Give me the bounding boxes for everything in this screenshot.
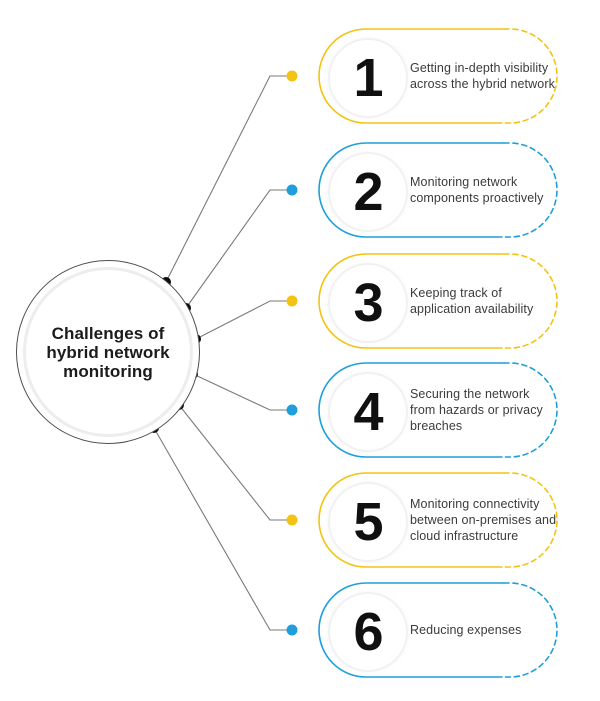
challenge-card-5: 5 Monitoring connectivity between on-pre…	[318, 472, 558, 568]
challenge-card-3: 3 Keeping track of application availabil…	[318, 253, 558, 349]
number-badge-1: 1	[328, 38, 408, 118]
card-border	[318, 582, 558, 678]
card-border	[318, 28, 558, 124]
connector-6	[149, 423, 298, 636]
number-badge-6: 6	[328, 592, 408, 672]
challenge-number: 4	[353, 382, 383, 442]
challenge-card-6: 6 Reducing expenses	[318, 582, 558, 678]
link-dot-3	[286, 295, 298, 307]
card-border	[318, 142, 558, 238]
link-dot-5	[286, 514, 298, 526]
card-border	[318, 472, 558, 568]
challenge-text: Keeping track of application availabilit…	[410, 286, 534, 316]
connector-3	[191, 295, 298, 344]
challenge-text: Getting in-depth visibility across the h…	[410, 61, 555, 91]
challenge-text: Monitoring connectivity between on-premi…	[410, 497, 557, 543]
number-badge-2: 2	[328, 152, 408, 232]
hub-inner-ring	[23, 267, 193, 437]
challenge-number: 6	[353, 602, 383, 662]
challenge-text: Securing the network from hazards or pri…	[410, 387, 543, 433]
challenge-number: 2	[353, 162, 383, 222]
link-dot-1	[286, 70, 298, 82]
diagram-title: Challenges of hybrid network monitoring	[46, 323, 170, 381]
connector-5	[174, 400, 298, 526]
number-badge-4: 4	[328, 372, 408, 452]
challenge-number: 5	[353, 492, 383, 552]
challenge-card-2: 2 Monitoring network components proactiv…	[318, 142, 558, 238]
connector-2	[181, 184, 298, 313]
challenge-text: Reducing expenses	[410, 623, 522, 637]
challenge-card-1: 1 Getting in-depth visibility across the…	[318, 28, 558, 124]
central-hub-circle: Challenges of hybrid network monitoring	[16, 260, 200, 444]
card-border	[318, 253, 558, 349]
number-badge-5: 5	[328, 482, 408, 562]
link-dot-2	[286, 184, 298, 196]
challenge-text: Monitoring network components proactivel…	[410, 175, 544, 205]
number-badge-3: 3	[328, 263, 408, 343]
link-dot-6	[286, 624, 298, 636]
connector-1	[161, 70, 298, 287]
challenge-number: 3	[353, 273, 383, 333]
card-border	[318, 362, 558, 458]
challenge-number: 1	[353, 48, 383, 108]
challenge-card-4: 4 Securing the network from hazards or p…	[318, 362, 558, 458]
link-dot-4	[286, 404, 298, 416]
connector-4	[188, 369, 298, 416]
